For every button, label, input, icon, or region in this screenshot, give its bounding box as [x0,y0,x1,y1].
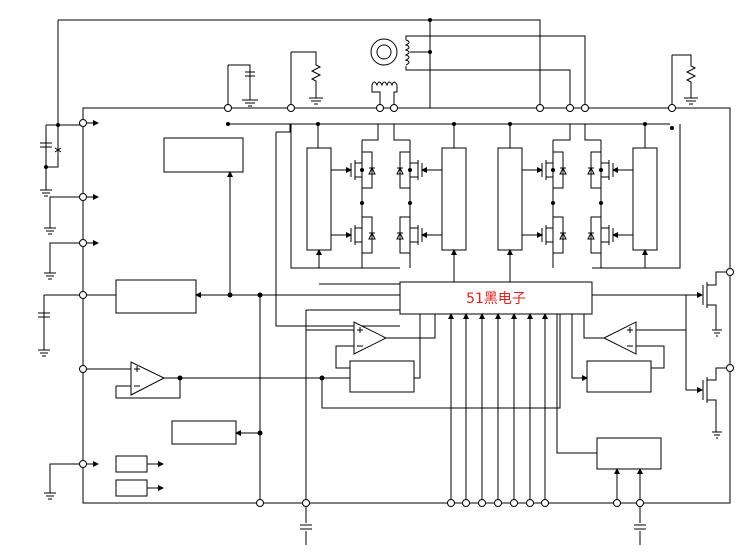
resistor-top-left [290,51,323,108]
terminal-circles [79,104,734,507]
controller-chip: 51黑电子 [399,281,593,315]
capacitor-top-left [227,64,258,108]
resistor-top-right [671,54,698,108]
right-output-fets [592,271,730,439]
capacitor-bottom-left [300,503,312,545]
comparator-left [306,314,545,409]
vertical-links [259,124,400,503]
hbridge-left [290,124,467,285]
chip-label: 51黑电子 [466,291,526,307]
capacitor-bottom-right [634,503,646,545]
hbridge-right [497,124,681,285]
block-mid-left [83,279,400,314]
junction-dots [44,18,674,436]
left-inputs [38,120,99,500]
block-lower-left [171,420,260,445]
opamp-left [83,361,308,399]
mosfet-column-1 [331,124,379,268]
mosfet-column-4 [584,124,633,268]
small-blocks-left [115,455,164,497]
block-top-left [163,137,244,295]
mosfet-column-3 [522,124,571,268]
motor-coils [370,35,586,108]
mosfet-column-2 [393,124,442,268]
block-lower-right [556,314,662,503]
